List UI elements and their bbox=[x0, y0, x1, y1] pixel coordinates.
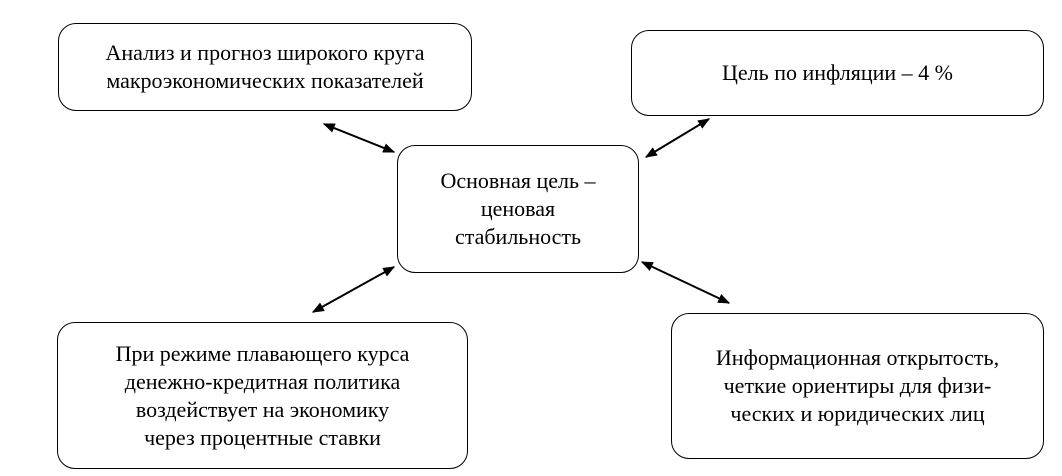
box-text-line: макроэкономических показателей bbox=[106, 68, 424, 93]
box-text-line: четкие ориентиры для физи- bbox=[723, 373, 992, 398]
arrow-bottom-right-center bbox=[640, 261, 731, 304]
floating-rate-policy-box: При режиме плавающего курса денежно-кред… bbox=[57, 322, 468, 469]
arrow-top-right-center bbox=[644, 118, 711, 158]
inflation-target-box: Цель по инфляции – 4 % bbox=[631, 30, 1044, 116]
box-text-line: ческих и юридических лиц bbox=[730, 401, 985, 426]
box-text-line: воздействует на экономику bbox=[135, 396, 390, 422]
box-text-line: денежно-кредитная политика bbox=[124, 368, 401, 394]
arrow-bottom-left-center bbox=[311, 266, 396, 313]
main-goal-box: Основная цель – ценовая стабильность bbox=[397, 145, 639, 273]
box-text-line: Информационная открытость, bbox=[715, 345, 1000, 370]
box-text-line: через процентные ставки bbox=[144, 424, 381, 450]
box-text-line: стабильность bbox=[454, 224, 582, 249]
box-text-line: При режиме плавающего курса bbox=[115, 340, 410, 366]
box-text-line: Цель по инфляции – 4 % bbox=[722, 60, 953, 85]
box-text-line: Анализ и прогноз широкого круга bbox=[105, 40, 425, 65]
information-openness-box: Информационная открытость, четкие ориент… bbox=[671, 313, 1044, 459]
arrow-top-left-center bbox=[322, 123, 396, 153]
analysis-forecast-box: Анализ и прогноз широкого круга макроэко… bbox=[58, 23, 472, 111]
box-text-line: ценовая bbox=[480, 196, 556, 221]
box-text-line: Основная цель – bbox=[440, 168, 596, 193]
